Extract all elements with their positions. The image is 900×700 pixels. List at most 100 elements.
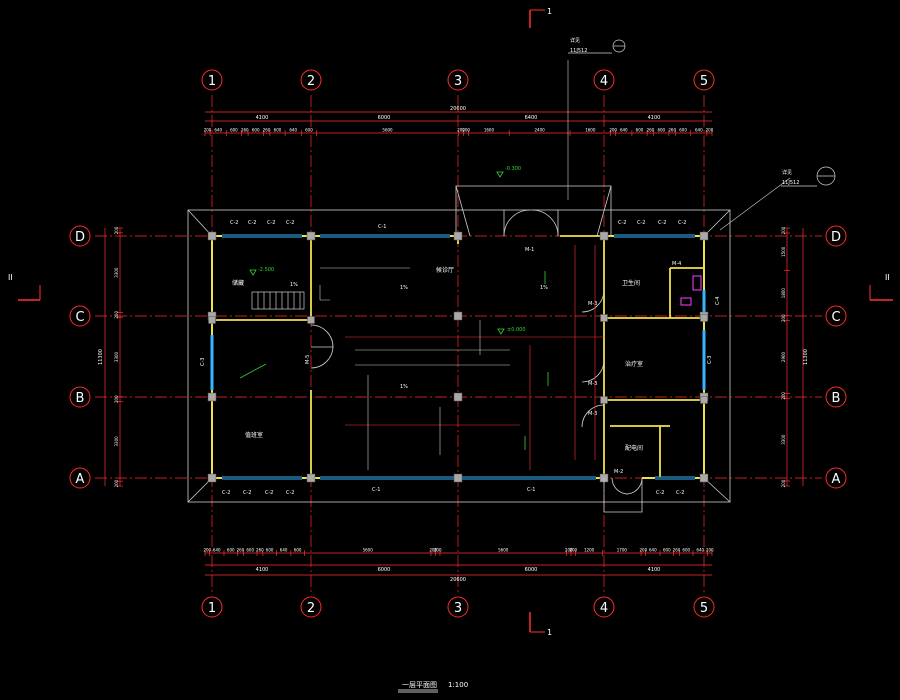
tag-c2-bottom-6: C-2 [676,490,684,496]
dim-bottom-detail-label: 600 [266,548,274,553]
section-mark-right: II [869,273,893,301]
dim-bottom-span-2: 6000 [378,567,391,573]
tag-c2-top-5: C-2 [618,220,626,226]
dim-top-detail-label: 200 [204,128,212,133]
level-exterior: -0.300 [505,166,521,172]
svg-text:B: B [832,391,841,406]
dim-right-label: 2900 [781,351,786,362]
section-mark-top-label: 1 [547,7,552,16]
grid-bubble-B-left: B [69,386,91,408]
dim-right-label: 200 [781,314,786,322]
column-1A [207,473,217,483]
svg-text:D: D [75,230,85,245]
dim-bottom-detail-label: 200 [434,548,442,553]
interior-walls [212,235,704,478]
dimensions-right [784,227,804,487]
dim-bottom-span-4: 4100 [648,567,661,573]
tag-c2-top-1: C-2 [230,220,238,226]
interior-dimensions [345,245,604,470]
drawing-title: 一层平面图 [402,681,437,689]
columns [207,231,709,483]
dim-bottom-detail-label: 5600 [498,548,509,553]
level-room: -2.500 [258,267,274,273]
grid-bubbles-vertical-top: 1 2 3 4 5 [201,69,715,91]
dim-left-label: 200 [114,311,119,319]
dim-top-detail-label: 260 [241,128,249,133]
dim-bottom-detail-label: 200 [569,548,577,553]
dim-bottom-detail-label: 600 [246,548,254,553]
detail-callout-top: 详见 11J512 [568,37,626,54]
dim-top-detail-label: 600 [636,128,644,133]
column-extra-1 [307,316,315,324]
dim-bottom-detail-label: 1700 [617,548,628,553]
dim-top-detail-label: 5600 [382,128,393,133]
window-sills [222,235,695,479]
callout-top-note: 详见 [570,37,580,44]
tag-c1-top: C-1 [378,224,386,230]
dim-bottom-detail-label: 200 [429,548,437,553]
grid-bubble-D-left: D [69,225,91,247]
doors [310,209,643,513]
dim-left-total: 11300 [98,349,104,365]
tag-m3-3: M-3 [588,411,597,417]
restroom-fixtures [680,275,702,306]
dim-top-span-3: 6400 [525,115,538,121]
tag-c2-top-7: C-2 [658,220,666,226]
column-extra-3 [700,314,708,322]
dim-bottom-detail-label: 600 [663,548,671,553]
room-label-restroom: 卫生间 [622,279,640,287]
svg-text:A: A [832,472,841,487]
dim-right-label: 200 [781,226,786,234]
dim-bottom-detail-label: 640 [649,548,657,553]
svg-text:3: 3 [454,601,462,616]
svg-text:2: 2 [307,601,315,616]
column-4D [599,231,609,241]
dim-top-detail-label: 600 [305,128,313,133]
dim-top-detail-label: 200 [462,128,470,133]
svg-text:3: 3 [454,74,462,89]
grid-bubble-D-right: D [825,225,847,247]
dim-bottom-detail-label: 260 [673,548,681,553]
tag-c4-right: C-4 [715,297,721,305]
grid-bubble-5-top: 5 [693,69,715,91]
svg-text:B: B [76,391,85,406]
svg-text:1: 1 [208,74,216,89]
dim-left-label: 3300 [114,267,119,278]
title-block: 一层平面图 1:100 [398,681,468,693]
grid-bubble-C-left: C [69,305,91,327]
column-1D [207,231,217,241]
room-label-storage: 储藏 [232,279,244,287]
section-mark-bottom-label: 1 [547,628,552,637]
tag-c2-top-3: C-2 [267,220,275,226]
dim-bottom-detail-label: 200 [203,548,211,553]
grid-bubble-4-bottom: 4 [593,596,615,618]
slope-1: 1% [290,282,298,288]
dim-top-detail-label: 600 [679,128,687,133]
tag-c2-bottom-3: C-2 [265,490,273,496]
dim-top-detail-label: 640 [214,128,222,133]
column-3C [453,311,463,321]
grid-bubble-A-right: A [825,467,847,489]
callout-right-ref: 11J512 [782,180,799,186]
callout-right-note: 详见 [782,169,792,176]
dim-top-detail-label: 260 [263,128,271,133]
dim-top-total: 20600 [450,106,466,112]
dim-left-label: 3300 [114,436,119,447]
dim-right-label: 200 [781,479,786,487]
dim-top-detail-label: 200 [457,128,465,133]
grid-bubbles-horizontal-right: D C B A [825,225,847,489]
callout-top-ref: 11J512 [570,48,587,54]
grid-bubble-C-right: C [825,305,847,327]
dim-top-span-1: 4100 [256,115,269,121]
column-3D [453,231,463,241]
column-extra-0 [208,316,216,324]
room-label-treatment: 治疗室 [625,360,643,368]
column-extra-4 [600,396,608,404]
dim-left-label: 200 [114,226,119,234]
tag-c2-top-6: C-2 [637,220,645,226]
dimensions-left [104,227,123,487]
dim-top-detail-label: 1600 [484,128,495,133]
column-2A [306,473,316,483]
